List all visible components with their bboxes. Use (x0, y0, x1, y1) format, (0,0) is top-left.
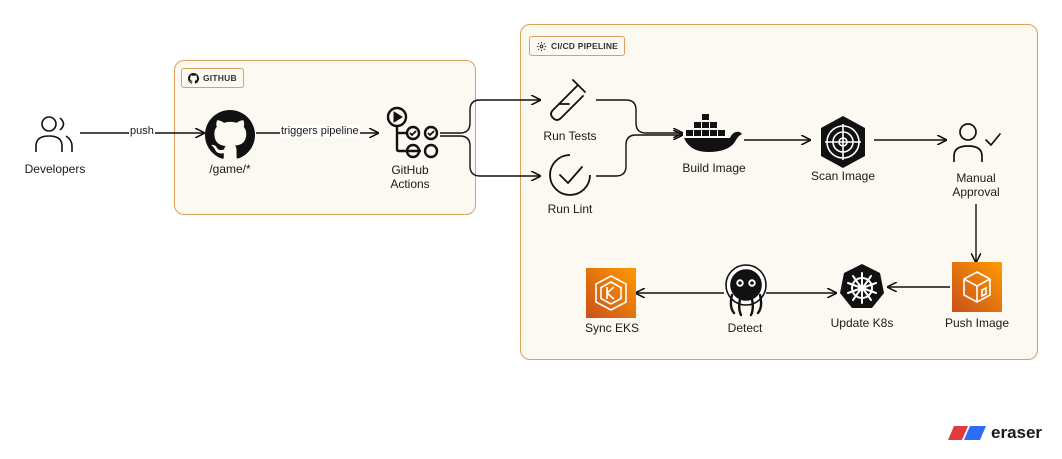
approval-label-line1: Manual (956, 171, 996, 185)
test-tube-icon (550, 79, 586, 121)
eraser-brand-text: eraser (991, 423, 1043, 442)
edge-actions-lint (440, 135, 540, 176)
scan-image-label: Scan Image (810, 169, 876, 183)
actions-label-line1: GitHub (391, 163, 429, 177)
eraser-logo-icon (948, 426, 986, 440)
cicd-group-label: CI/CD PIPELINE (551, 41, 619, 51)
user-check-icon (953, 123, 1001, 162)
update-k8s-label: Update K8s (830, 316, 894, 330)
sync-eks-label: Sync EKS (584, 321, 640, 335)
github-icon (188, 72, 199, 84)
argo-icon (725, 264, 767, 317)
eks-icon (586, 268, 636, 318)
github-actions-icon (386, 106, 439, 159)
eraser-brand: eraser (948, 423, 1042, 443)
developers-label: Developers (24, 162, 86, 176)
run-tests-label: Run Tests (543, 129, 597, 143)
detect-label: Detect (727, 321, 763, 335)
users-icon (35, 116, 73, 152)
edge-tests-build (596, 99, 682, 133)
github-group-tag: GITHUB (181, 68, 244, 88)
actions-label-line2: Actions (390, 177, 430, 191)
ecr-icon (952, 262, 1002, 312)
edge-actions-tests (440, 100, 540, 134)
approval-label-line2: Approval (952, 185, 1000, 199)
edge-label-triggers: triggers pipeline (280, 125, 360, 138)
docker-icon (684, 114, 742, 152)
check-circle-icon (549, 154, 591, 196)
edge-label-push: push (129, 125, 155, 138)
cicd-group-tag: CI/CD PIPELINE (529, 36, 626, 56)
push-image-label: Push Image (944, 316, 1010, 330)
repo-label: /game/* (209, 162, 251, 176)
run-lint-label: Run Lint (547, 202, 593, 216)
github-icon (205, 110, 255, 159)
github-group-label: GITHUB (203, 73, 237, 83)
gear-icon (536, 41, 547, 51)
build-image-label: Build Image (682, 161, 746, 175)
kubernetes-icon (840, 264, 884, 308)
scan-target-icon (821, 116, 865, 168)
edge-lint-build (596, 135, 682, 177)
